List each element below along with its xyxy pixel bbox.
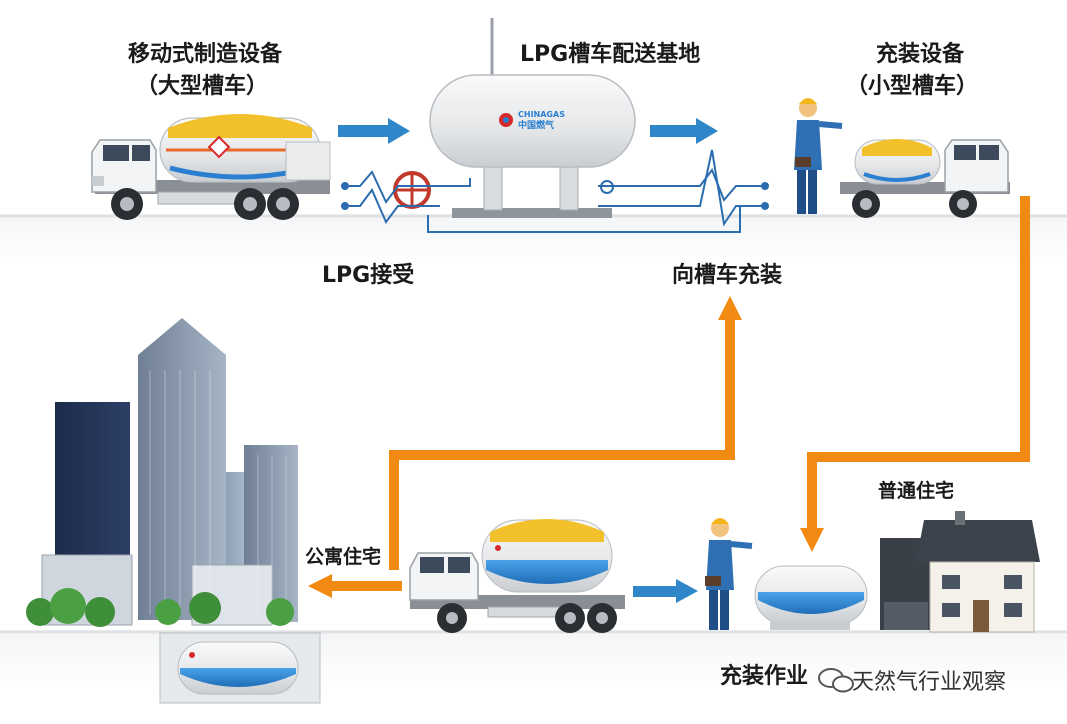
residential-tank [754,565,868,630]
flow-arrow-to-filling [650,118,718,144]
orange-flow-to-tanker [389,318,735,570]
label-lpg-receive: LPG接受 [322,263,415,288]
orange-arrowhead-up [718,296,742,320]
orange-arrowhead-house [800,528,824,552]
label-filling-equipment: 充装设备 [876,42,965,67]
label-small-tanker: （小型槽车） [846,74,979,99]
worker-bottom [705,518,753,630]
house [880,511,1040,633]
upper-ground [0,214,1067,264]
orange-flow-to-apartments [308,574,402,598]
label-house: 普通住宅 [878,480,955,502]
label-apartment: 公寓住宅 [305,546,382,568]
small-tanker-truck [840,139,1010,218]
label-large-tanker: （大型槽车） [136,74,269,99]
tank-logo-cn: 中国燃气 [518,119,554,131]
orange-flow-to-house [807,196,1030,530]
large-tanker-truck [91,114,331,220]
pipe-network [341,149,769,233]
wechat-icon [818,668,854,693]
label-lpg-base: LPG槽车配送基地 [520,42,701,67]
flow-arrow-to-worker [633,579,698,603]
storage-base: CHINAGAS 中国燃气 [393,18,636,218]
underground-tank [159,632,321,704]
apartment-buildings [26,318,298,627]
worker-top [794,98,843,214]
lower-tanker-truck [409,519,625,633]
flow-arrow-to-base [338,118,410,144]
label-mobile-equipment: 移动式制造设备 [128,42,283,67]
label-tanker-filling: 向槽车充装 [672,263,783,288]
tank-logo-en: CHINAGAS [518,110,565,119]
watermark-text: 天然气行业观察 [852,670,1007,695]
label-filling-work: 充装作业 [720,664,809,689]
